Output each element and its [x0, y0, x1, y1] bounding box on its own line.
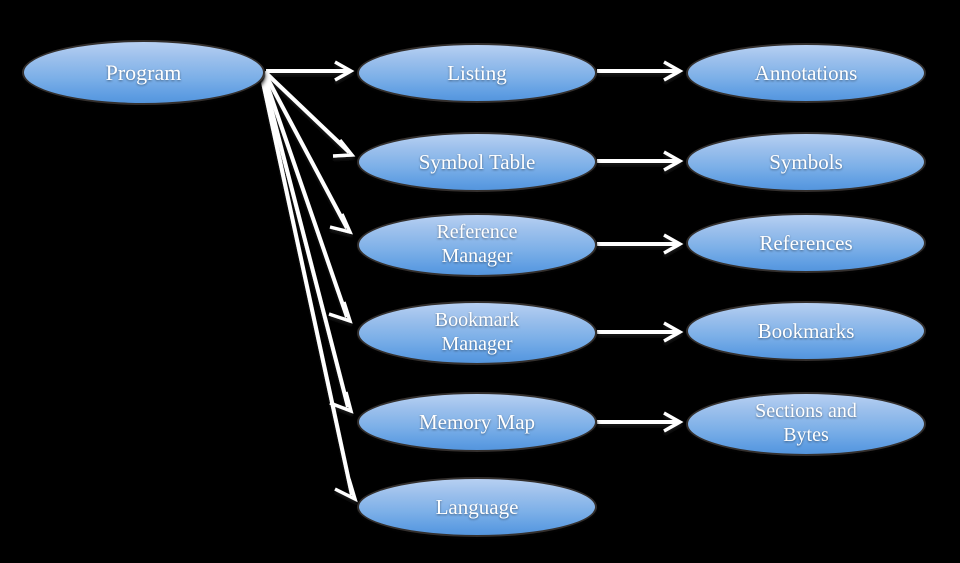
node-reference-manager[interactable]: Reference Manager [357, 213, 597, 277]
node-program-label: Program [105, 59, 182, 85]
node-symbol-table-label: Symbol Table [418, 149, 536, 174]
node-symbols-label: Symbols [769, 149, 843, 174]
node-references[interactable]: References [686, 213, 926, 273]
node-annotations[interactable]: Annotations [686, 43, 926, 103]
edge-reference-manager-to-references [597, 233, 684, 255]
edge-listing-to-annotations [597, 60, 684, 82]
edge-program-to-symbol-table [263, 70, 356, 158]
edge-program-to-language [259, 72, 358, 503]
node-language-label: Language [435, 494, 519, 519]
node-memory-map[interactable]: Memory Map [357, 392, 597, 452]
node-references-label: References [759, 230, 853, 255]
edge-program-to-memory-map [260, 72, 354, 414]
node-bookmark-manager-label: Bookmark Manager [434, 309, 520, 355]
node-reference-manager-label: Reference Manager [436, 221, 518, 267]
edge-symbol-table-to-symbols [597, 150, 684, 172]
node-bookmark-manager[interactable]: Bookmark Manager [357, 301, 597, 365]
edge-program-to-reference-manager [262, 71, 353, 235]
node-listing-label: Listing [447, 60, 507, 85]
edge-bookmark-manager-to-bookmarks [597, 321, 684, 343]
node-program[interactable]: Program [22, 40, 265, 105]
edge-program-to-listing [266, 60, 355, 82]
node-sections-and-bytes[interactable]: Sections and Bytes [686, 392, 926, 456]
edge-program-to-bookmark-manager [261, 72, 353, 324]
node-bookmarks[interactable]: Bookmarks [686, 301, 926, 361]
node-symbol-table[interactable]: Symbol Table [357, 132, 597, 192]
edge-memory-map-to-sections-and-bytes [597, 411, 684, 433]
node-language[interactable]: Language [357, 477, 597, 537]
node-annotations-label: Annotations [754, 60, 858, 85]
node-bookmarks-label: Bookmarks [757, 318, 855, 343]
node-sections-and-bytes-label: Sections and Bytes [755, 400, 857, 446]
node-memory-map-label: Memory Map [418, 409, 536, 434]
node-symbols[interactable]: Symbols [686, 132, 926, 192]
node-listing[interactable]: Listing [357, 43, 597, 103]
